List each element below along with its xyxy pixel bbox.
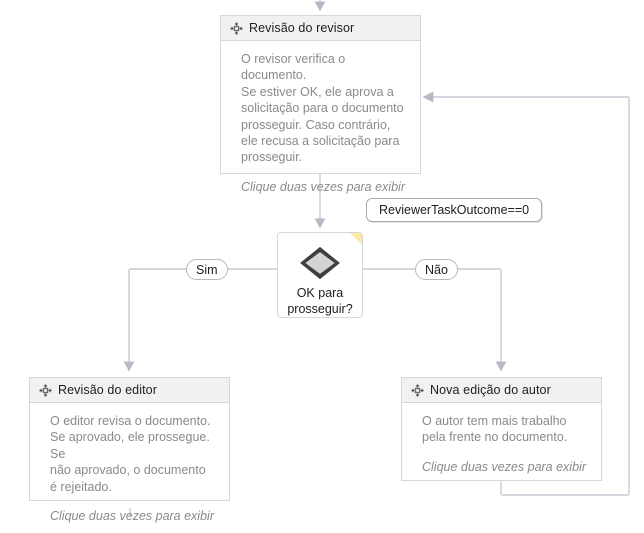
decision-diamond-icon <box>300 246 340 280</box>
node-author-task-body: O autor tem mais trabalho pela frente no… <box>402 403 601 484</box>
decision-corner-flag-icon <box>350 233 362 245</box>
node-editor-task-hint[interactable]: Clique duas vezes para exibir <box>50 509 214 524</box>
node-reviewer-task-hint[interactable]: Clique duas vezes para exibir <box>241 179 405 194</box>
node-editor-task-title: Revisão do editor <box>58 383 157 397</box>
node-author-task-hint[interactable]: Clique duas vezes para exibir <box>422 459 586 474</box>
node-decision[interactable]: OK para prosseguir? <box>277 232 363 318</box>
node-reviewer-task-body: O revisor verifica o documento. Se estiv… <box>221 41 420 204</box>
node-reviewer-task-description: O revisor verifica o documento. Se estiv… <box>241 52 404 165</box>
node-author-task[interactable]: Nova edição do autor O autor tem mais tr… <box>401 377 602 481</box>
task-gear-icon <box>411 383 424 397</box>
node-author-task-title: Nova edição do autor <box>430 383 551 397</box>
node-decision-label: OK para prosseguir? <box>287 286 353 316</box>
branch-label-no[interactable]: Não <box>415 259 458 280</box>
edge-decision-no-to-author <box>363 268 507 372</box>
node-editor-task-body: O editor revisa o documento. Se aprovado… <box>30 403 229 533</box>
branch-label-yes[interactable]: Sim <box>186 259 228 280</box>
edge-decision-yes-to-editor <box>123 268 277 372</box>
node-author-task-description: O autor tem mais trabalho pela frente no… <box>422 414 568 445</box>
node-author-task-header: Nova edição do autor <box>402 378 601 403</box>
node-reviewer-task-title: Revisão do revisor <box>249 21 355 35</box>
node-editor-task-description: O editor revisa o documento. Se aprovado… <box>50 414 211 494</box>
node-editor-task-header: Revisão do editor <box>30 378 229 403</box>
task-gear-icon <box>39 383 52 397</box>
node-reviewer-task[interactable]: Revisão do revisor O revisor verifica o … <box>220 15 421 194</box>
node-reviewer-task-header: Revisão do revisor <box>221 16 420 41</box>
task-gear-icon <box>230 21 243 35</box>
condition-expression-badge[interactable]: ReviewerTaskOutcome==0 <box>366 198 543 222</box>
node-editor-task[interactable]: Revisão do editor O editor revisa o docu… <box>29 377 230 523</box>
